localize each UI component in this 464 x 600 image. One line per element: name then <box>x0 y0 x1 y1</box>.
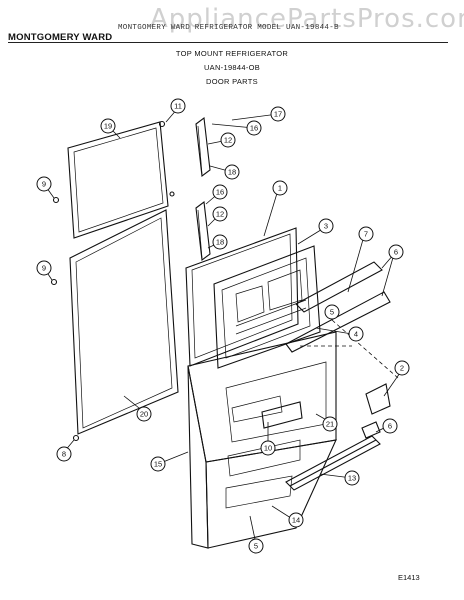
svg-text:10: 10 <box>264 444 272 453</box>
fresh-food-door-gasket <box>69 209 179 435</box>
callout-17: 17 <box>270 106 286 122</box>
callout-9-upper: 9 <box>36 176 52 192</box>
callout-20: 20 <box>136 406 152 422</box>
callout-9-lower: 9 <box>36 260 52 276</box>
svg-text:6: 6 <box>394 248 398 257</box>
svg-text:13: 13 <box>348 474 356 483</box>
svg-text:7: 7 <box>364 230 368 239</box>
svg-text:17: 17 <box>274 110 282 119</box>
callout-8: 8 <box>56 446 72 462</box>
header-rule <box>8 42 448 43</box>
freezer-door-gasket <box>67 121 169 239</box>
section-title: DOOR PARTS <box>206 77 258 86</box>
svg-text:5: 5 <box>254 542 258 551</box>
callout-2: 2 <box>394 360 410 376</box>
model-header: MONTGOMERY WARD REFRIGERATOR MODEL UAN-1… <box>118 24 339 32</box>
watermark: AppliancePartsPros.com <box>150 4 464 34</box>
callout-4: 4 <box>348 326 364 342</box>
svg-text:12: 12 <box>224 136 232 145</box>
svg-text:16: 16 <box>250 124 258 133</box>
callout-16-upper: 16 <box>246 120 262 136</box>
door-handles <box>195 116 211 262</box>
callout-6-lower: 6 <box>382 418 398 434</box>
callout-13: 13 <box>344 470 360 486</box>
callout-21: 21 <box>322 416 338 432</box>
callout-6-upper: 6 <box>388 244 404 260</box>
svg-text:14: 14 <box>292 516 300 525</box>
figure-code: E1413 <box>398 573 420 582</box>
callout-1: 1 <box>272 180 288 196</box>
callout-18-lower: 18 <box>212 234 228 250</box>
callout-5-upper: 5 <box>324 304 340 320</box>
svg-text:15: 15 <box>154 460 162 469</box>
screw-parts <box>50 120 175 442</box>
callout-11: 11 <box>170 98 186 114</box>
callout-14: 14 <box>288 512 304 528</box>
svg-text:5: 5 <box>330 308 334 317</box>
svg-text:20: 20 <box>140 410 148 419</box>
svg-text:12: 12 <box>216 210 224 219</box>
callout-12-upper: 12 <box>220 132 236 148</box>
callout-15: 15 <box>150 456 166 472</box>
callout-19: 19 <box>100 118 116 134</box>
assembly-lines <box>300 319 399 379</box>
callout-12-lower: 12 <box>212 206 228 222</box>
callout-3: 3 <box>318 218 334 234</box>
svg-text:6: 6 <box>388 422 392 431</box>
brand-header: MONTGOMERY WARD <box>8 32 113 43</box>
svg-text:8: 8 <box>62 450 66 459</box>
callout-16-lower: 16 <box>212 184 228 200</box>
dairy-door-and-shelves <box>261 383 391 491</box>
svg-text:11: 11 <box>174 102 182 111</box>
product-title: TOP MOUNT REFRIGERATOR <box>175 49 289 58</box>
fresh-food-inner-door <box>187 331 337 549</box>
svg-text:18: 18 <box>216 238 224 247</box>
svg-text:9: 9 <box>42 180 46 189</box>
svg-text:2: 2 <box>400 364 404 373</box>
callout-18-upper: 18 <box>224 164 240 180</box>
callout-7: 7 <box>358 226 374 242</box>
model-title: UAN-19844-OB <box>203 63 261 72</box>
svg-text:9: 9 <box>42 264 46 273</box>
svg-text:4: 4 <box>354 330 358 339</box>
callout-5-lower: 5 <box>248 538 264 554</box>
svg-text:1: 1 <box>278 184 282 193</box>
svg-text:19: 19 <box>104 122 112 131</box>
svg-text:3: 3 <box>324 222 328 231</box>
freezer-inner-door <box>185 227 321 369</box>
callout-10: 10 <box>260 440 276 456</box>
svg-text:18: 18 <box>228 168 236 177</box>
freezer-door-shelves <box>285 261 391 353</box>
svg-text:16: 16 <box>216 188 224 197</box>
svg-text:21: 21 <box>326 420 334 429</box>
